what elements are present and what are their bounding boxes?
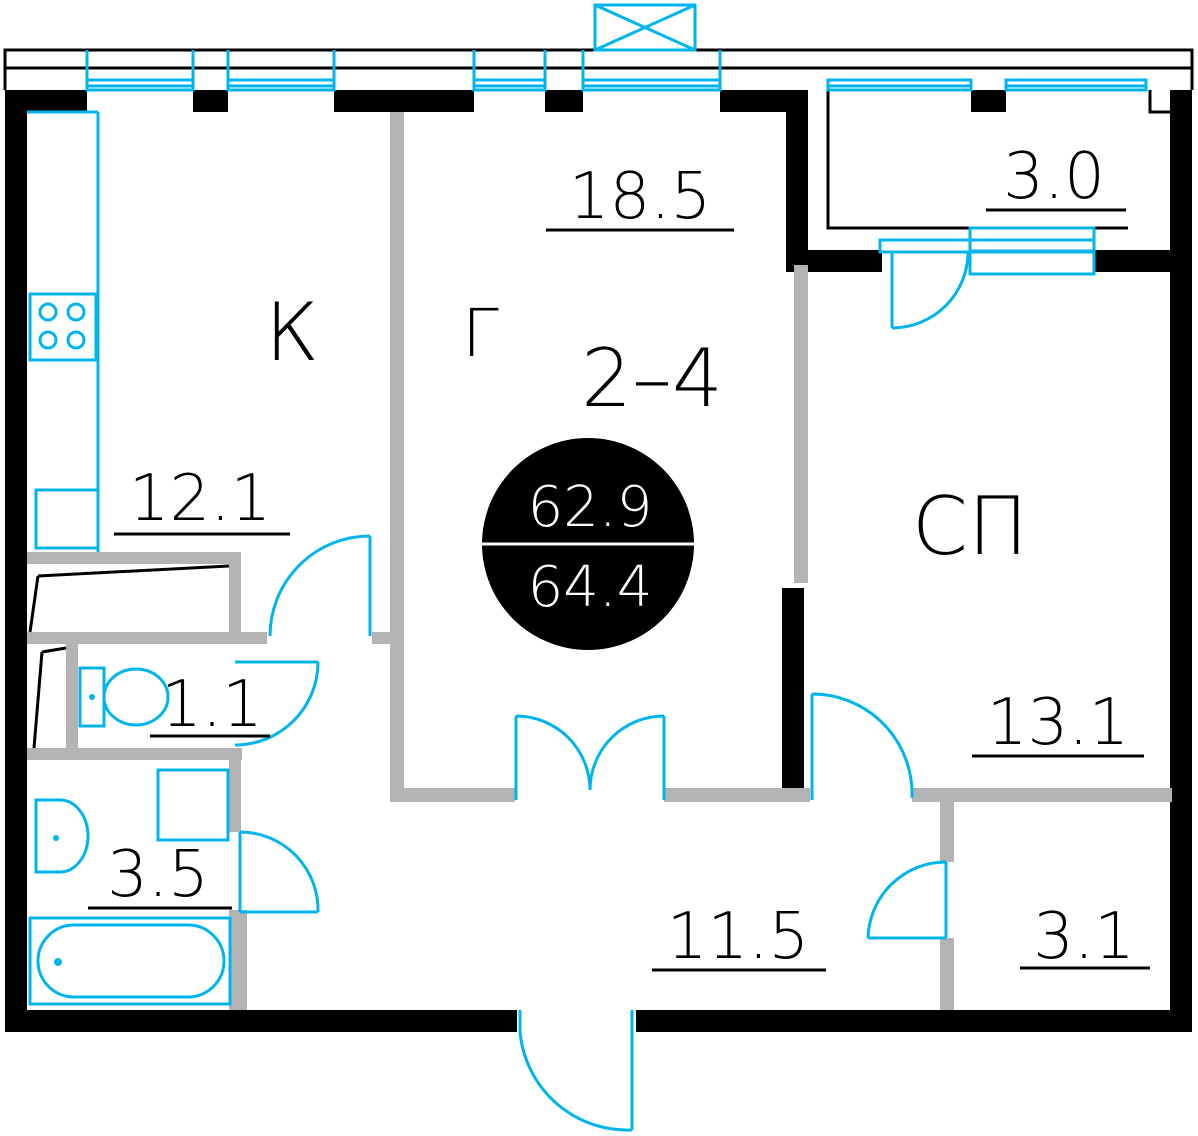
door-balcony	[890, 251, 970, 330]
door-bedroom	[810, 692, 914, 800]
facade-band	[3, 48, 1194, 90]
bathtub-icon	[28, 916, 232, 1006]
sink-dot	[53, 835, 59, 841]
sink-icon	[34, 798, 90, 874]
room-kitchen-code: К	[265, 286, 319, 379]
door-bathroom	[238, 830, 320, 914]
total-area-badge: 62.9 64.4	[482, 438, 694, 650]
toilet-icon	[78, 666, 170, 728]
exterior-walls	[5, 90, 1192, 1032]
room-wc-area: 1.1	[161, 668, 263, 742]
room-bedroom-area: 13.1	[987, 686, 1130, 760]
room-hall-area: 11.5	[667, 900, 810, 974]
ventilation-unit-icon	[593, 3, 697, 52]
kitchen-counter	[27, 110, 100, 552]
door-living-double	[514, 714, 666, 800]
door-closet	[866, 860, 948, 940]
door-kitchen	[268, 534, 372, 637]
doors	[234, 251, 970, 1132]
toilet-dot	[89, 694, 95, 700]
room-bathroom-area: 3.5	[107, 838, 209, 912]
room-kitchen-area: 12.1	[129, 462, 272, 536]
door-entrance	[518, 1010, 634, 1132]
bathtub-drain	[54, 958, 62, 966]
room-bedroom-code: СП	[912, 480, 1028, 573]
total-area-with-balcony: 64.4	[528, 555, 653, 620]
shaft-lines	[28, 564, 230, 749]
windows	[85, 50, 1148, 276]
partitions	[27, 112, 1172, 1010]
room-closet-area: 3.1	[1033, 900, 1135, 974]
unit-prefix: Г	[462, 295, 499, 372]
total-area: 62.9	[528, 475, 653, 540]
washing-machine-icon	[156, 768, 230, 842]
room-living-area: 18.5	[569, 160, 712, 234]
stove-icon	[38, 302, 86, 350]
door-wc	[234, 660, 320, 747]
room-balcony-area: 3.0	[1003, 140, 1105, 214]
unit-code: 2–4	[581, 332, 723, 425]
